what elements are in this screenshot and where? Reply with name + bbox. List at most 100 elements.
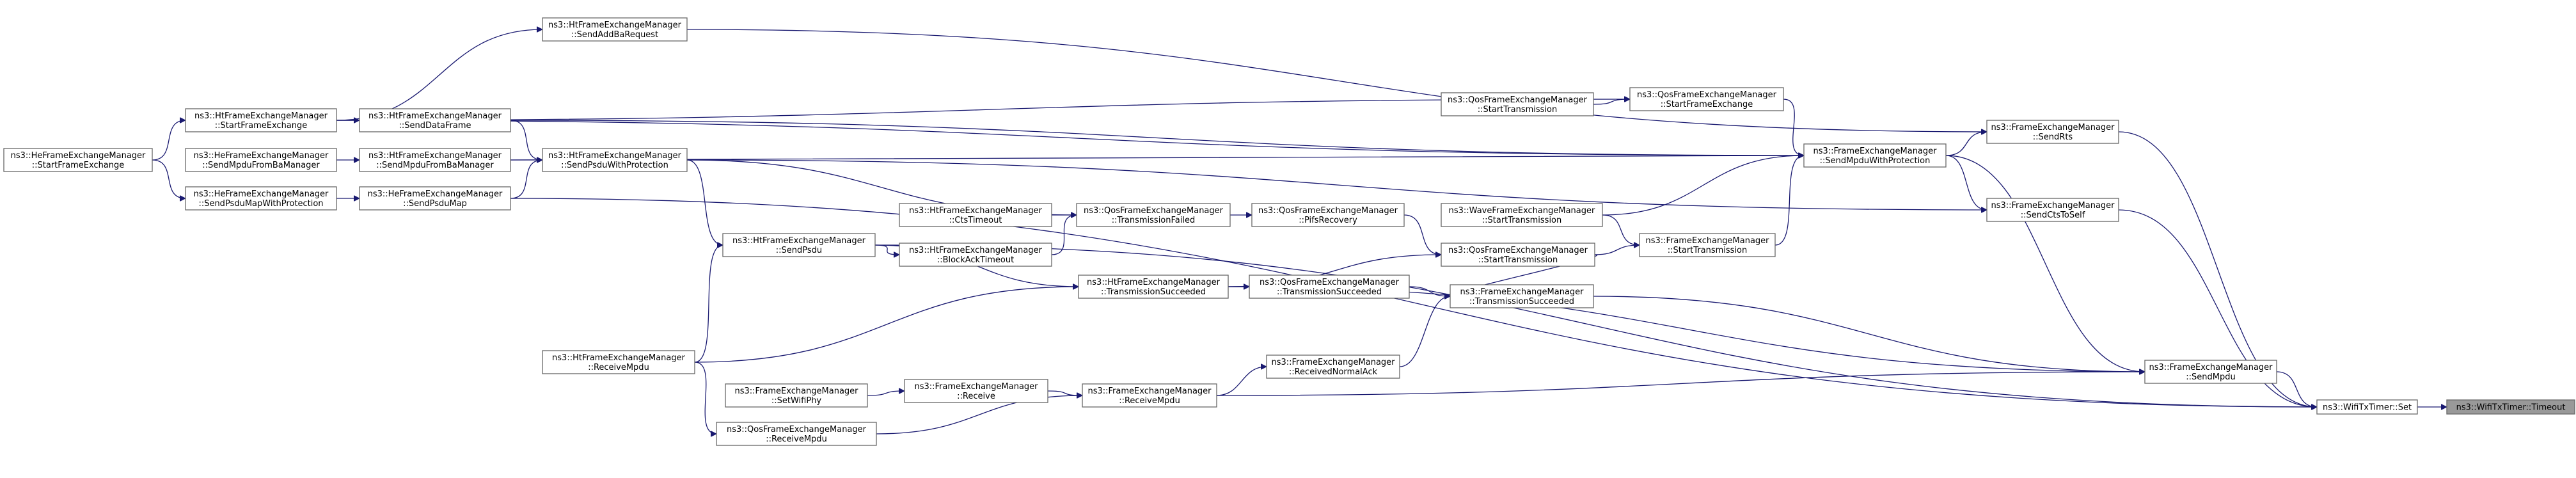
node-label: ::SendDataFrame (399, 121, 471, 131)
node-label: ns3::QosFrameExchangeManager (1637, 90, 1777, 100)
node-label: ns3::QosFrameExchangeManager (727, 425, 867, 434)
node-label: ns3::HeFrameExchangeManager (194, 151, 329, 161)
node-box (1450, 284, 1594, 308)
node-sendcts[interactable]: ns3::FrameExchangeManager::SendCtsToSelf (1986, 198, 2119, 222)
edge-fereceive-to-recvmpdu (1047, 390, 1082, 395)
node-qosstartfe[interactable]: ns3::QosFrameExchangeManager::StartFrame… (1629, 87, 1784, 111)
node-senddataframe[interactable]: ns3::HtFrameExchangeManager::SendDataFra… (359, 108, 511, 132)
node-label: ns3::HtFrameExchangeManager (1087, 278, 1221, 287)
edge-qostxsucc-to-txsucc (1409, 286, 1450, 296)
node-box (722, 233, 876, 257)
node-fereceive[interactable]: ns3::FrameExchangeManager::Receive (904, 379, 1048, 403)
node-label: ::SendAddBaRequest (571, 30, 658, 40)
node-sendmpdufromba[interactable]: ns3::HtFrameExchangeManager::SendMpduFro… (359, 148, 511, 172)
node-htrecvmpdu[interactable]: ns3::HtFrameExchangeManager::ReceiveMpdu (542, 350, 695, 374)
node-box (1803, 143, 1947, 168)
node-label: ns3::FrameExchangeManager (1991, 201, 2115, 211)
node-qosstarttx1[interactable]: ns3::QosFrameExchangeManager::StartTrans… (1441, 92, 1594, 116)
node-label: ::BlockAckTimeout (937, 255, 1014, 265)
node-blockacktimeout[interactable]: ns3::HtFrameExchangeManager::BlockAckTim… (899, 243, 1052, 267)
node-hesendmpdufromba[interactable]: ns3::HeFrameExchangeManager::SendMpduFro… (185, 148, 337, 172)
node-box (359, 148, 511, 172)
node-sendpsduwp[interactable]: ns3::HtFrameExchangeManager::SendPsduWit… (542, 148, 688, 172)
node-hesendpsdumap[interactable]: ns3::HeFrameExchangeManager::SendPsduMap (359, 186, 511, 211)
node-setwifiphy[interactable]: ns3::FrameExchangeManager::SetWifiPhy (725, 383, 868, 408)
node-label: ns3::WaveFrameExchangeManager (1449, 206, 1595, 216)
node-box (2316, 399, 2418, 415)
node-starttx[interactable]: ns3::FrameExchangeManager::StartTransmis… (1639, 233, 1776, 257)
edge-htsendpsdu-to-set (874, 244, 2317, 407)
node-box (1266, 355, 1400, 379)
node-box (1629, 87, 1784, 111)
node-label: ns3::HtFrameExchangeManager (368, 151, 502, 161)
node-httxsucc[interactable]: ns3::HtFrameExchangeManager::Transmissio… (1078, 275, 1229, 299)
node-box (2446, 399, 2575, 415)
node-htsendpsdu[interactable]: ns3::HtFrameExchangeManager::SendPsdu (722, 233, 876, 257)
node-sendaddba[interactable]: ns3::HtFrameExchangeManager::SendAddBaRe… (542, 17, 688, 42)
node-pifs[interactable]: ns3::QosFrameExchangeManager::PifsRecove… (1251, 203, 1405, 227)
node-label: ns3::HtFrameExchangeManager (548, 20, 682, 30)
node-label: ::SendMpduFromBaManager (376, 161, 494, 170)
node-box (1441, 203, 1603, 227)
node-label: ::SendMpdu (2186, 372, 2235, 382)
edge-sendpsduwp-to-htsendpsdu (686, 159, 723, 245)
node-wavestarttx[interactable]: ns3::WaveFrameExchangeManager::StartTran… (1441, 203, 1603, 227)
edge-senddataframe-to-sendmpduwp (510, 120, 1804, 155)
node-label: ::StartFrameExchange (1661, 100, 1753, 109)
node-label: ::ReceiveMpdu (1119, 396, 1180, 406)
node-hesendpsdumapwp[interactable]: ns3::HeFrameExchangeManager::SendPsduMap… (185, 186, 337, 211)
node-label: ::SendCtsToSelf (2021, 211, 2085, 220)
edge-htrecvmpdu-to-htsendpsdu (694, 245, 723, 363)
edge-hesendpsdumap-to-set (510, 198, 2317, 407)
node-sendmpdu[interactable]: ns3::FrameExchangeManager::SendMpdu (2144, 360, 2277, 384)
node-recvmpdu[interactable]: ns3::FrameExchangeManager::ReceiveMpdu (1082, 383, 1217, 408)
node-label: ::StartTransmission (1478, 255, 1558, 265)
edge-htstartfe-to-sendmpduwp (336, 120, 1804, 155)
node-box (1078, 275, 1229, 299)
node-box (899, 203, 1052, 227)
node-label: ::TransmissionSucceeded (1277, 287, 1382, 297)
node-label: ns3::HtFrameExchangeManager (194, 111, 328, 121)
edge-recvmpdu-to-sendmpdu (1216, 372, 2145, 396)
node-box (1251, 203, 1405, 227)
edge-txsucc-to-sendmpdu (1593, 296, 2145, 372)
node-label: ns3::QosFrameExchangeManager (1448, 246, 1588, 255)
edge-hestartfe-to-hesendpsdumapwp (152, 159, 186, 198)
edge-wavestarttx-to-starttx (1602, 214, 1640, 245)
node-label: ::CtsTimeout (949, 216, 1002, 225)
node-timeout[interactable]: ns3::WifiTxTimer::Timeout (2446, 399, 2575, 415)
node-box (542, 350, 695, 374)
node-htstartfe[interactable]: ns3::HtFrameExchangeManager::StartFrameE… (185, 108, 337, 132)
node-qosrecvmpdu[interactable]: ns3::QosFrameExchangeManager::ReceiveMpd… (716, 422, 877, 446)
edge-sendmpdufromba-to-sendmpduwp (510, 155, 1804, 161)
node-qostxsucc[interactable]: ns3::QosFrameExchangeManager::Transmissi… (1249, 275, 1410, 299)
edge-sendpsduwp-to-sendcts (686, 159, 1987, 210)
node-txsucc[interactable]: ns3::FrameExchangeManager::TransmissionS… (1450, 284, 1594, 308)
node-label: ::StartTransmission (1478, 105, 1558, 115)
node-qostxfailed[interactable]: ns3::QosFrameExchangeManager::Transmissi… (1076, 203, 1231, 227)
node-label: ::TransmissionSucceeded (1469, 297, 1574, 307)
edge-recvmpdu-to-recvnormalack (1216, 367, 1267, 396)
node-label: ::StartTransmission (1482, 216, 1562, 225)
edge-htrecvmpdu-to-httxsucc (694, 287, 1079, 363)
node-label: ::StartFrameExchange (215, 121, 308, 131)
node-box (185, 108, 337, 132)
node-sendmpduwp[interactable]: ns3::FrameExchangeManager::SendMpduWithP… (1803, 143, 1947, 168)
edge-senddataframe-to-sendpsduwp (510, 120, 542, 160)
node-sendrts[interactable]: ns3::FrameExchangeManager::SendRts (1986, 120, 2119, 144)
node-label: ::SendRts (2033, 132, 2073, 142)
node-box (1082, 383, 1217, 408)
node-box (542, 17, 688, 42)
node-set[interactable]: ns3::WifiTxTimer::Set (2316, 399, 2418, 415)
node-box (2144, 360, 2277, 384)
node-label: ns3::FrameExchangeManager (1460, 287, 1584, 297)
edge-sendmpduwp-to-sendcts (1945, 155, 1987, 210)
node-label: ::SendMpduWithProtection (1820, 156, 1931, 166)
node-qosstarttx2[interactable]: ns3::QosFrameExchangeManager::StartTrans… (1441, 243, 1595, 267)
node-hestartfe[interactable]: ns3::HeFrameExchangeManager::StartFrameE… (3, 148, 153, 172)
node-recvnormalack[interactable]: ns3::FrameExchangeManager::ReceivedNorma… (1266, 355, 1400, 379)
node-ctstimeout[interactable]: ns3::HtFrameExchangeManager::CtsTimeout (899, 203, 1052, 227)
node-box (1986, 120, 2119, 144)
node-label: ns3::FrameExchangeManager (734, 386, 858, 396)
node-label: ns3::WifiTxTimer::Timeout (2456, 403, 2566, 413)
